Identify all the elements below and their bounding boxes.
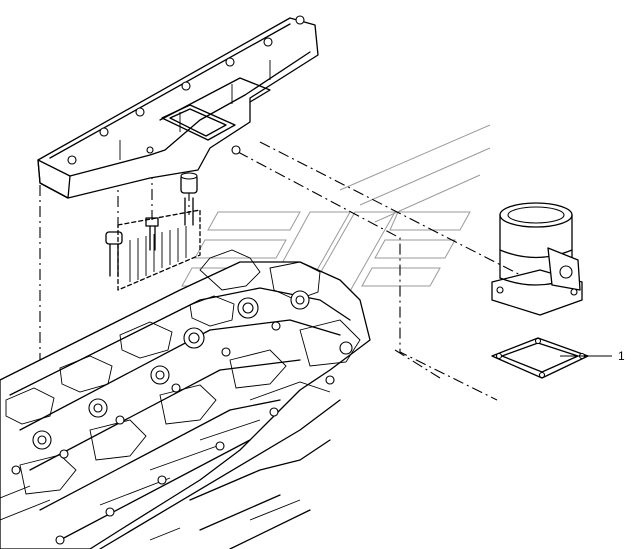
thermostat-cover <box>37 15 319 199</box>
cylinder-head <box>0 249 371 549</box>
callout-1: 1 <box>560 349 625 363</box>
gasket <box>491 337 589 379</box>
bolts-and-sleeves <box>105 172 201 291</box>
outlet-pipe <box>491 202 583 316</box>
callout-label-1: 1 <box>618 349 625 363</box>
